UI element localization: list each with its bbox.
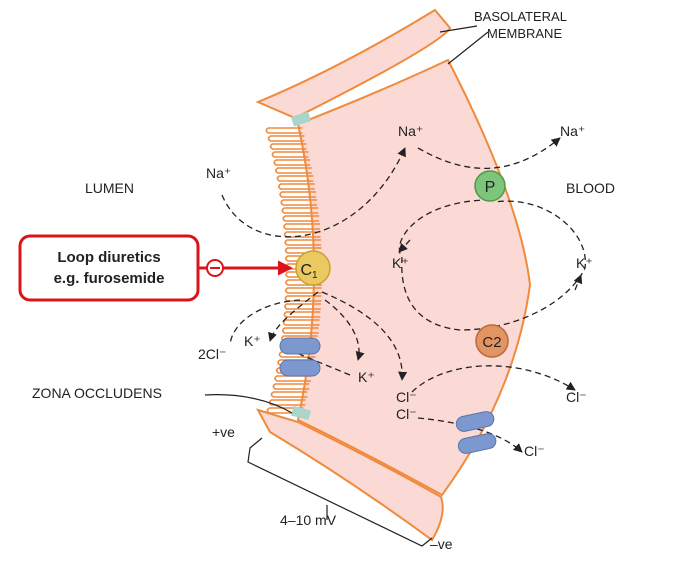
k-cell-right-label: K⁺ [576, 255, 593, 271]
apical-k-channel-lower [279, 359, 321, 377]
na-entry-arrow [221, 147, 406, 238]
lumen-label: LUMEN [85, 180, 134, 196]
cl2-lumen-label: 2Cl⁻ [198, 346, 226, 362]
na-k-atpase-pump [474, 170, 506, 202]
microvilli-folds [265, 127, 322, 414]
loop-diuretic-callout-box [18, 234, 200, 302]
basolateral-leader-2 [439, 25, 478, 33]
minus-ve-label: –ve [430, 536, 453, 552]
na-exit-arrow [417, 137, 561, 170]
basolateral-cl-channel-lower [457, 433, 497, 454]
c1-label: C1 [300, 262, 318, 281]
tight-junction-lower [291, 405, 311, 421]
cl-blood-label-2: Cl⁻ [524, 443, 545, 459]
cl-blood-label-1: Cl⁻ [566, 389, 587, 405]
lower-neighbor-cell [255, 408, 444, 542]
na-blood-label: Na⁺ [560, 123, 585, 139]
k-cell-left-label: K⁺ [392, 255, 409, 271]
basolateral-cl-channel-upper [455, 411, 495, 432]
plus-ve-label: +ve [212, 424, 235, 440]
blood-label: BLOOD [566, 180, 615, 196]
k-lumen-label: K⁺ [244, 333, 261, 349]
tight-junction-upper [290, 111, 312, 127]
zona-occludens-leader [204, 394, 293, 414]
cl-lumen-arrow [229, 299, 301, 346]
k-to-blood-arrow [573, 274, 583, 291]
kcc-cotransporter [475, 324, 509, 358]
k-paracellular-label: K⁺ [358, 369, 375, 385]
na-cell-label: Na⁺ [398, 123, 423, 139]
cl-c2-exit-arrow [411, 365, 576, 393]
apical-k-channel-upper [279, 337, 321, 355]
basolateral-label-line1: BASOLATERAL [474, 9, 567, 24]
voltage-bracket [247, 437, 433, 547]
k-efflux-lumen-arrow [268, 291, 319, 342]
callout-line1: Loop diuretics [57, 249, 160, 266]
nkcc2-cotransporter [295, 250, 331, 286]
voltage-label: 4–10 mV [280, 512, 337, 528]
brush-border-microvilli [265, 127, 322, 414]
basolateral-leader-1 [447, 31, 489, 65]
na-lumen-label: Na⁺ [206, 165, 231, 181]
zona-occludens-label: ZONA OCCLUDENS [32, 385, 162, 401]
cl-cell-label-1: Cl⁻ [396, 389, 417, 405]
pump-label: P [485, 179, 496, 196]
k-into-cell-arrow [398, 239, 411, 253]
basolateral-label-line2: MEMBRANE [487, 26, 562, 41]
c2-label: C2 [482, 334, 501, 351]
k-paracellular-arrow [324, 299, 365, 361]
k-recycle-loop [398, 199, 586, 331]
cl-into-cell-arrow [321, 291, 408, 381]
callout-line2: e.g. furosemide [54, 270, 165, 287]
upper-neighbor-cell [255, 8, 452, 120]
cl-cell-label-2: Cl⁻ [396, 406, 417, 422]
